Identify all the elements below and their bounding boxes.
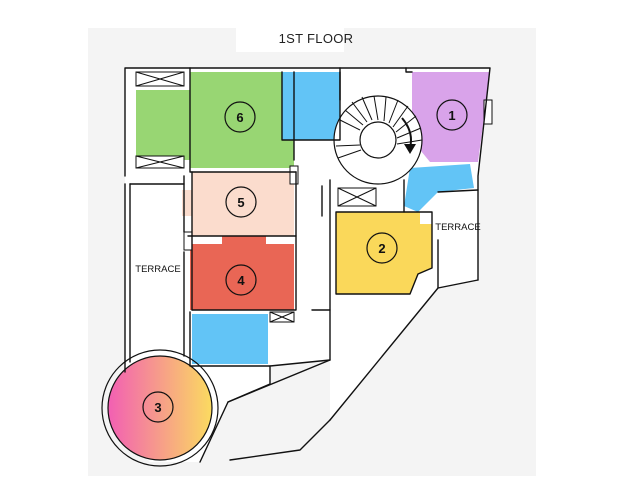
blue-area-top: [282, 72, 340, 140]
walls: [124, 67, 491, 463]
room-2: [336, 212, 432, 294]
room-badge-2: 2: [366, 232, 398, 264]
arrow-down-icon: [401, 117, 416, 154]
svg-text:4: 4: [237, 273, 245, 288]
spiral-staircase-icon: [333, 95, 423, 185]
svg-text:6: 6: [236, 110, 243, 125]
room-3: [108, 356, 212, 460]
room-3-inner-ring: [107, 355, 213, 461]
blue-area-lower: [192, 314, 268, 364]
room-badge-1: 1: [436, 99, 468, 131]
windows: [135, 71, 493, 323]
room-4: [190, 236, 294, 310]
svg-text:1: 1: [448, 108, 455, 123]
room-6: [190, 72, 294, 168]
room-badge-3: 3: [142, 391, 174, 423]
svg-text:3: 3: [154, 400, 161, 415]
room-badge-6: 6: [224, 101, 256, 133]
room-5-alcove: [182, 190, 194, 216]
room-badge-4: 4: [225, 264, 257, 296]
svg-text:5: 5: [237, 195, 244, 210]
room-badge-5: 5: [225, 186, 257, 218]
room-5: [192, 172, 294, 236]
room-3-outer-ring: [101, 349, 219, 467]
terrace-label-left: TERRACE: [135, 264, 180, 275]
floor-title: 1ST FLOOR: [279, 31, 354, 46]
room-6-extension: [136, 90, 190, 160]
room-1: [412, 72, 490, 162]
blue-area-stair-landing: [404, 164, 474, 212]
terrace-label-right: TERRACE: [435, 222, 480, 233]
svg-text:2: 2: [378, 241, 385, 256]
title-backdrop: [236, 28, 344, 52]
